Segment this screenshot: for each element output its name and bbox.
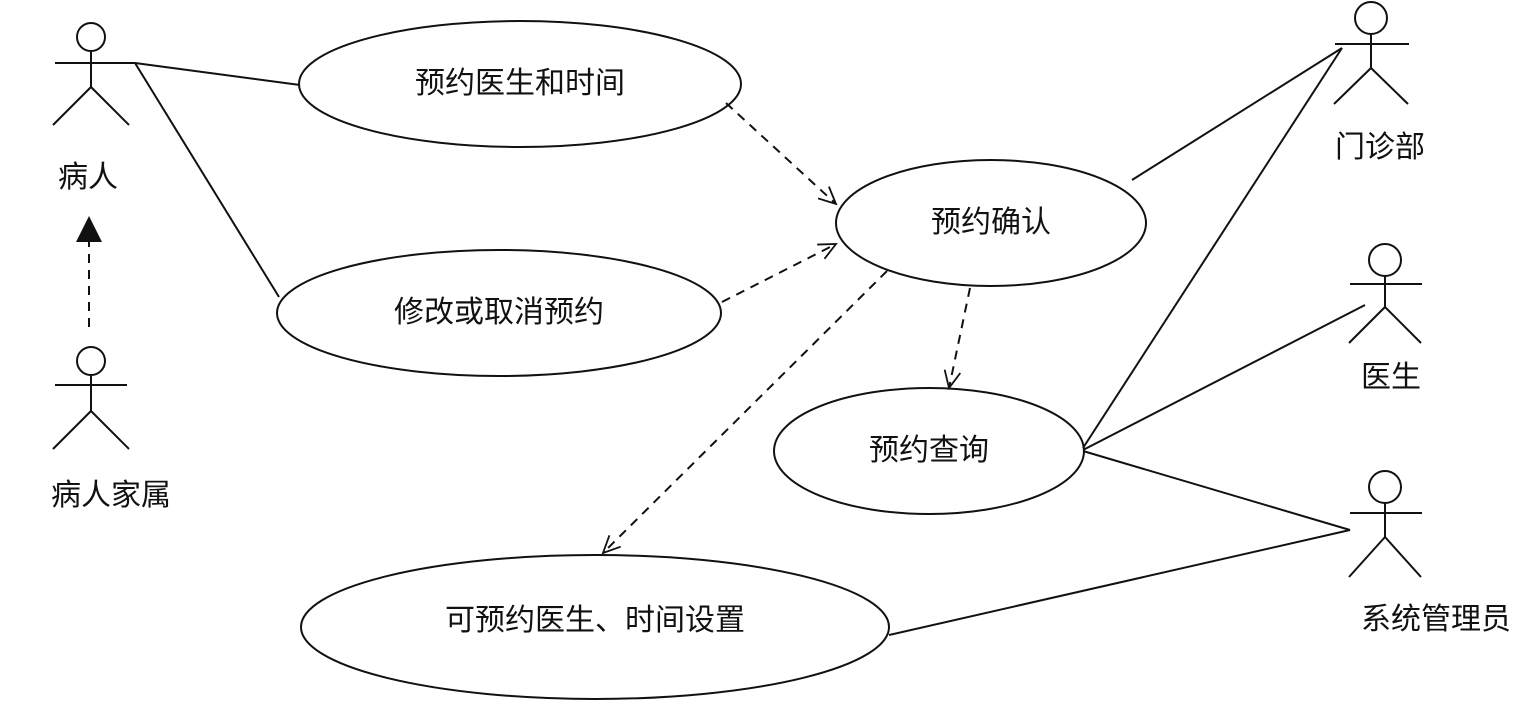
actor-family-label: 病人家属 bbox=[51, 478, 171, 513]
assoc-patient-modify bbox=[134, 62, 280, 298]
use-case-modify-ellipse bbox=[276, 249, 722, 377]
assoc-doctor-query bbox=[1082, 304, 1366, 451]
dep-confirm-query bbox=[949, 287, 971, 388]
use-case-book: 预约医生和时间 bbox=[415, 66, 625, 101]
use-case-setup-ellipse bbox=[300, 554, 890, 700]
use-case-setup: 可预约医生、时间设置 bbox=[445, 603, 745, 638]
assoc-outpatient-confirm bbox=[1131, 47, 1343, 181]
assoc-admin-setup bbox=[888, 529, 1351, 636]
actor-outpatient-label: 门诊部 bbox=[1335, 130, 1425, 165]
actor-outpatient-figure bbox=[1333, 1, 1409, 105]
assoc-patient-book bbox=[134, 62, 301, 86]
actor-doctor-figure bbox=[1348, 243, 1422, 344]
dep-modify-confirm bbox=[721, 244, 836, 303]
actor-admin-label: 系统管理员 bbox=[1361, 602, 1511, 637]
actor-doctor-label: 医生 bbox=[1361, 360, 1421, 395]
use-case-query: 预约查询 bbox=[869, 433, 989, 468]
actor-admin-figure bbox=[1348, 470, 1422, 578]
assoc-admin-query bbox=[1082, 450, 1351, 531]
use-case-confirm: 预约确认 bbox=[931, 205, 1051, 240]
use-case-confirm-ellipse bbox=[835, 159, 1147, 287]
dep-book-confirm bbox=[725, 102, 836, 204]
assoc-outpatient-query bbox=[1082, 47, 1343, 449]
use-case-modify: 修改或取消预约 bbox=[394, 295, 604, 330]
actor-family-figure bbox=[52, 346, 130, 450]
actor-patient-figure bbox=[52, 22, 135, 126]
actor-patient-label: 病人 bbox=[58, 160, 118, 195]
dep-confirm-setup bbox=[603, 270, 888, 553]
